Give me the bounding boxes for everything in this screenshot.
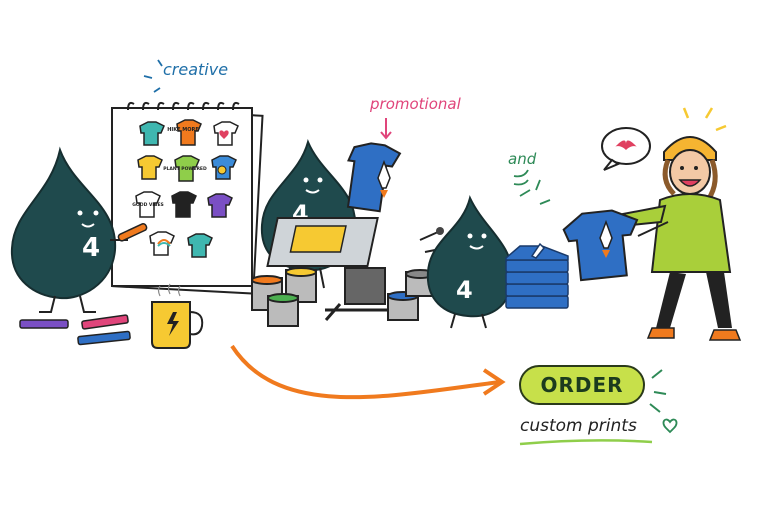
mascot-drop-left: 4: [10, 146, 148, 313]
lightning-icon: [167, 312, 179, 336]
shirt-black-stars: [171, 191, 197, 218]
shirt-teal-camera: [187, 233, 213, 258]
shirt-orange: [176, 119, 202, 146]
shirt-teal: [139, 121, 165, 146]
order-button[interactable]: ORDER: [519, 365, 645, 405]
arrow-head-icon: [482, 368, 506, 396]
mug: [151, 283, 204, 349]
shirt-stack: [505, 242, 569, 309]
label-promotional: promotional: [370, 95, 461, 113]
heart-icon: [219, 130, 229, 139]
shirt-yellow: [137, 155, 163, 180]
shirt-text-hike: HIKE MORE: [167, 127, 199, 133]
shirt-text-good: GOOD VIBES: [132, 202, 164, 208]
rocket-icon-2: [599, 219, 613, 249]
mascot-number: 4: [82, 233, 100, 263]
shirt-green: [174, 155, 200, 182]
shirt-text-plant: PLANT POWERED: [163, 166, 207, 172]
tagline-custom-prints: custom prints: [520, 416, 637, 436]
heart-outline-icon: [662, 418, 678, 434]
sketchpad: HIKE MORE PLANT POWERED GOOD VIBES: [111, 101, 264, 295]
hoodie: [650, 193, 732, 273]
flow-arrow: [230, 344, 501, 400]
shirt-white-good: [135, 191, 161, 218]
label-creative: creative: [163, 60, 229, 79]
crayons: [19, 314, 131, 346]
held-shirt: [562, 209, 639, 282]
screen-printing-press: [266, 142, 450, 321]
promo-arrow-icon: [380, 118, 392, 140]
mascot-drop-right: 4: [426, 195, 514, 329]
rocket-icon: [377, 159, 391, 189]
creative-spark: [143, 59, 163, 93]
customer: [601, 107, 742, 341]
mascot-number-3: 4: [456, 276, 473, 304]
ink-buckets: [251, 267, 435, 327]
heart-icon-2: [615, 140, 637, 150]
shirt-purple: [207, 193, 233, 218]
label-and: and: [508, 150, 537, 168]
